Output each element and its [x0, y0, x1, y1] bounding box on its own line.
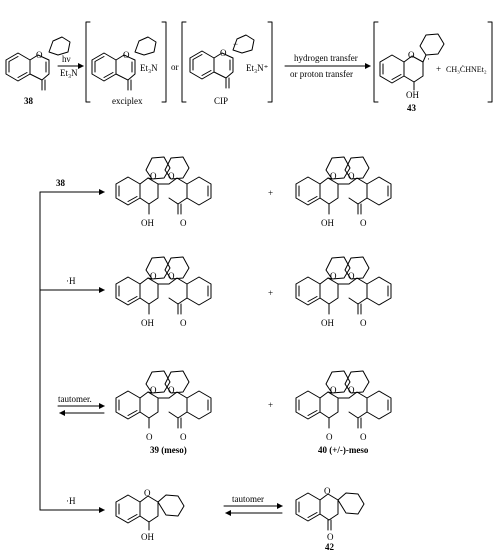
atom-o: O: [330, 271, 337, 281]
bracket-right-exciplex: [161, 21, 167, 103]
atom-oh: OH: [141, 218, 154, 228]
product-39-label: 39 (meso): [150, 445, 187, 455]
branch-lines: [39, 189, 105, 513]
flavone-38-structure: [5, 36, 71, 91]
atom-o: O: [330, 171, 337, 181]
bracket-right-43: [487, 21, 493, 103]
product-42-label: 42: [325, 542, 335, 550]
dimer-2a-structure: [115, 256, 212, 315]
branch4-arrow-label: tautomer: [232, 494, 264, 504]
amine-radical: CH₃ĊHNEt₂: [446, 65, 487, 74]
atom-o: O: [327, 532, 334, 542]
atom-o: O: [36, 50, 43, 60]
dimer-1a-structure: [115, 156, 212, 215]
top-plus: +: [436, 64, 441, 74]
product-40-structure: [295, 370, 392, 429]
atom-o: O: [360, 432, 367, 442]
branch-1: 38 O O OH · O + O O OH · O: [56, 156, 392, 228]
cip-cation: Et₃N⁺: [246, 63, 269, 73]
atom-o: O: [150, 385, 157, 395]
flavenol-structure: [115, 494, 185, 531]
atom-o: O: [168, 385, 175, 395]
product-40-label: 40 (+/-)-meso: [318, 445, 369, 455]
compound-43-label: 43: [407, 103, 417, 113]
atom-o: O: [144, 488, 151, 498]
atom-o: O: [180, 318, 187, 328]
branch-4: ·H O OH tautomer O O 42: [66, 486, 365, 550]
radical-dot: ·: [427, 54, 430, 64]
arrow-above-label: hydrogen transfer: [294, 53, 358, 63]
bracket-right-cip: [267, 21, 273, 103]
branch1-reagent: 38: [56, 178, 66, 188]
arrow-below-label: or proton transfer: [290, 69, 353, 79]
atom-oh: OH: [321, 318, 334, 328]
cip-minus: −: [233, 39, 238, 49]
atom-o: O: [220, 48, 227, 58]
bracket-left-exciplex: [85, 21, 91, 103]
atom-oh: OH: [321, 218, 334, 228]
atom-o: O: [180, 218, 187, 228]
branch-2: ·H O O OH O + O O OH O: [66, 256, 392, 328]
branch3-reagent: tautomer.: [58, 394, 92, 404]
dimer-2b-structure: [295, 256, 392, 315]
atom-o: O: [168, 171, 175, 181]
atom-o: O: [150, 271, 157, 281]
bracket-left-43: [373, 21, 379, 103]
atom-oh: OH: [141, 532, 154, 542]
cip-label: CIP: [214, 96, 228, 106]
radical-43-structure: [379, 33, 445, 91]
bracket-left-cip: [181, 21, 187, 103]
atom-o: O: [360, 218, 367, 228]
atom-o: O: [123, 50, 130, 60]
atom-o: O: [348, 171, 355, 181]
branch2-reagent: ·H: [66, 276, 76, 286]
atom-o: O: [146, 432, 153, 442]
radical-oh: OH: [406, 90, 419, 100]
atom-o: O: [348, 385, 355, 395]
atom-o: O: [180, 432, 187, 442]
branch2-plus: +: [268, 288, 273, 298]
exciplex-et3n: Et₃N: [140, 63, 158, 73]
reagent-et3n: Et₃N: [60, 68, 78, 78]
branch1-plus: +: [268, 188, 273, 198]
radical-dot: ·: [175, 198, 178, 208]
atom-o: O: [360, 318, 367, 328]
or-label: or: [171, 62, 179, 72]
atom-o: O: [324, 486, 331, 496]
branch-3: tautomer. O O O O 39 (meso) + O O O O 40…: [58, 370, 392, 455]
atom-o: O: [168, 271, 175, 281]
branch3-plus: +: [268, 400, 273, 410]
atom-o: O: [408, 50, 415, 60]
atom-o: O: [150, 171, 157, 181]
flavanone-42-structure: [295, 492, 365, 531]
top-row: O 38 hν Et₃N O Et₃N exciplex or O − Et₃N…: [5, 21, 493, 113]
dimer-1b-structure: [295, 156, 392, 215]
branch4-reagent: ·H: [66, 496, 76, 506]
atom-o: O: [326, 432, 333, 442]
exciplex-label: exciplex: [112, 96, 143, 106]
compound-38-label: 38: [24, 96, 34, 106]
reagent-hv: hν: [62, 54, 71, 64]
radical-dot: ·: [355, 198, 358, 208]
atom-o: O: [348, 271, 355, 281]
product-39-structure: [115, 370, 212, 429]
atom-o: O: [330, 385, 337, 395]
cip-structure: [189, 34, 255, 89]
atom-oh: OH: [141, 318, 154, 328]
